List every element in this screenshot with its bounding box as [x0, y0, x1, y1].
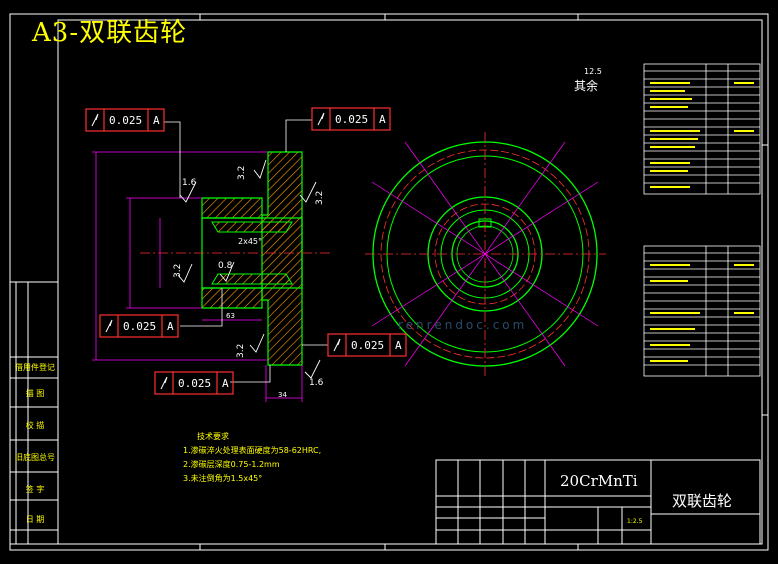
technical-requirements: 技术要求 1.渗碳淬火处理表面硬度为58-62HRC, 2.渗碳层深度0.75-… — [183, 430, 321, 486]
tolerance-datum: A — [153, 114, 160, 127]
runout-arrow-icon — [317, 112, 325, 126]
tolerance-datum: A — [167, 320, 174, 333]
left-table-cell: 借用件登记 — [15, 363, 55, 372]
watermark: renrendoc.com — [398, 318, 528, 332]
left-info-table — [9, 281, 59, 545]
svg-text:12.5: 12.5 — [584, 67, 602, 76]
hub-dim: 63 — [226, 312, 235, 320]
large-gear-hatch — [261, 151, 303, 366]
left-table-cell: 日 期 — [25, 515, 45, 524]
tolerance-datum: A — [379, 113, 386, 126]
runout-arrow-icon — [105, 319, 113, 333]
roughness-face4: 3.2 — [236, 344, 246, 358]
roughness-bore: 0.8 — [218, 261, 233, 271]
param-table-1 — [643, 63, 761, 195]
tolerance-datum: A — [222, 377, 229, 390]
tolerance-frame: 0.025 A — [327, 333, 407, 357]
tech-req-item: 3.未注倒角为1.5x45° — [183, 474, 263, 483]
tech-req-heading: 技术要求 — [197, 432, 229, 441]
runout-arrow-icon — [160, 376, 168, 390]
roughness-other: 12.5 其余 — [574, 67, 602, 93]
tech-req-item: 1.渗碳淬火处理表面硬度为58-62HRC, — [183, 446, 322, 455]
small-gear-hatch-bottom — [201, 287, 263, 309]
roughness-face3: 3.2 — [173, 264, 183, 278]
tolerance-frame: 0.025 A — [99, 314, 179, 338]
tolerance-value: 0.025 — [351, 339, 384, 352]
small-gear-hatch-top — [201, 197, 263, 219]
scale-label: 1:2.5 — [627, 518, 643, 525]
roughness-face2: 3.2 — [315, 191, 325, 205]
tolerance-frame: 0.025 A — [154, 371, 234, 395]
roughness-top: 1.6 — [182, 178, 197, 188]
tolerance-value: 0.025 — [335, 113, 368, 126]
zone-ticks — [199, 14, 768, 550]
tolerance-frame: 0.025 A — [85, 108, 165, 132]
tolerance-frame: 0.025 A — [311, 107, 391, 131]
runout-arrow-icon — [91, 113, 99, 127]
tech-req-item: 2.渗碳层深度0.75-1.2mm — [183, 460, 280, 469]
title-block — [435, 459, 761, 545]
chamfer-dim: 2x45° — [238, 237, 262, 246]
material-label: 20CrMnTi — [560, 472, 638, 490]
left-table-cell: 校 描 — [25, 421, 45, 430]
tolerance-value: 0.025 — [178, 377, 211, 390]
drawing-banner-title: A3-双联齿轮 — [32, 18, 188, 48]
param-table-2 — [643, 245, 761, 377]
left-table-cell: 旧底图总号 — [15, 453, 55, 462]
roughness-bottom: 1.6 — [309, 378, 324, 388]
runout-arrow-icon — [333, 338, 341, 352]
annotation-texts: 1.6 1.6 0.8 3.2 3.2 3.2 3.2 2x45° 34 63 — [173, 166, 325, 399]
svg-text:其余: 其余 — [574, 78, 598, 93]
gear-end-view — [365, 132, 606, 378]
tolerance-value: 0.025 — [123, 320, 156, 333]
left-table-cell: 描 图 — [25, 389, 45, 398]
part-name-label: 双联齿轮 — [672, 492, 733, 510]
left-table-cell: 签 字 — [25, 485, 45, 494]
gear-section-view — [92, 119, 330, 402]
table-cell-marks — [650, 82, 754, 362]
tolerance-datum: A — [395, 339, 402, 352]
tolerance-value: 0.025 — [109, 114, 142, 127]
width-dim: 34 — [278, 391, 287, 399]
roughness-face1: 3.2 — [237, 166, 247, 180]
